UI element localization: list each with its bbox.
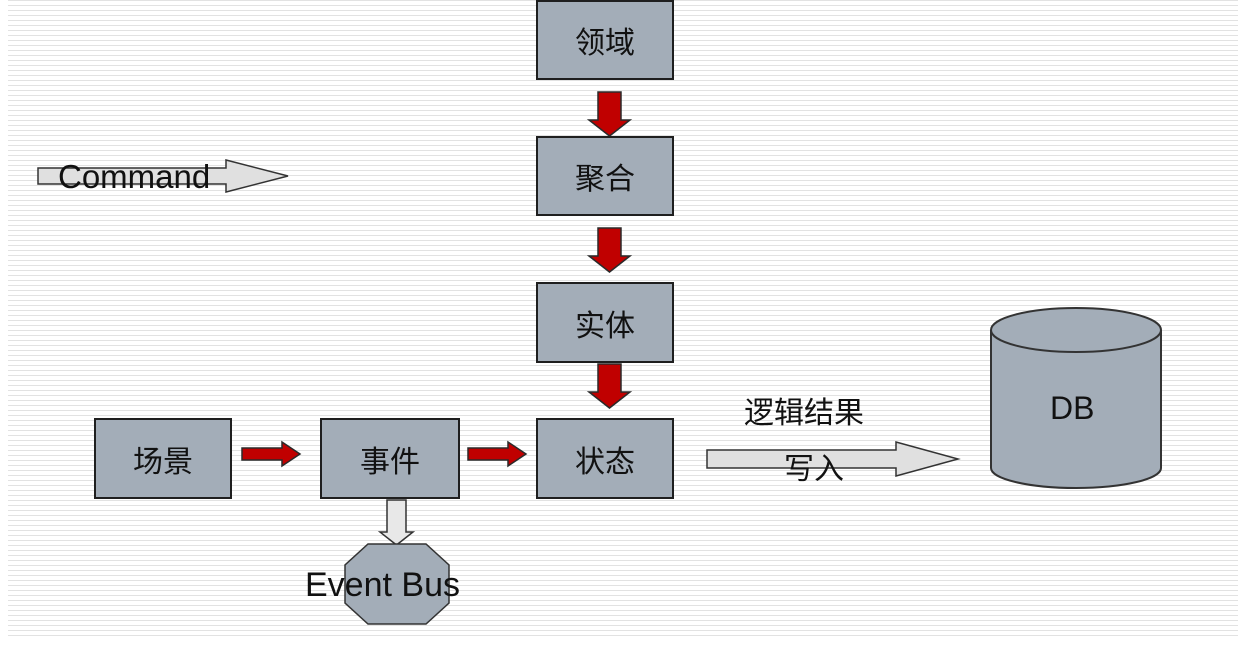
write-arrow [706, 441, 961, 477]
event-bus-octagon [344, 543, 450, 625]
db-cylinder [990, 307, 1162, 489]
arrow-entity-to-state [586, 363, 633, 409]
db-label: DB [1050, 390, 1095, 426]
write-label: 写入 [784, 452, 844, 487]
arrow-domain-to-aggregate [586, 91, 633, 137]
entity-node: 实体 [536, 282, 674, 363]
logic-result-label: 逻辑结果 [744, 396, 864, 431]
arrow-event-to-state [467, 440, 528, 468]
domain-node: 领域 [536, 0, 674, 80]
command-arrow [37, 159, 289, 193]
event-node: 事件 [320, 418, 460, 499]
scenario-node: 场景 [94, 418, 232, 499]
arrow-event-to-bus [377, 499, 416, 546]
event-bus-label: Event Bus [305, 566, 460, 604]
arrow-scenario-to-event [241, 440, 302, 468]
arrow-aggregate-to-entity [586, 227, 633, 273]
command-label: Command [58, 158, 211, 195]
state-node: 状态 [536, 418, 674, 499]
aggregate-node: 聚合 [536, 136, 674, 216]
